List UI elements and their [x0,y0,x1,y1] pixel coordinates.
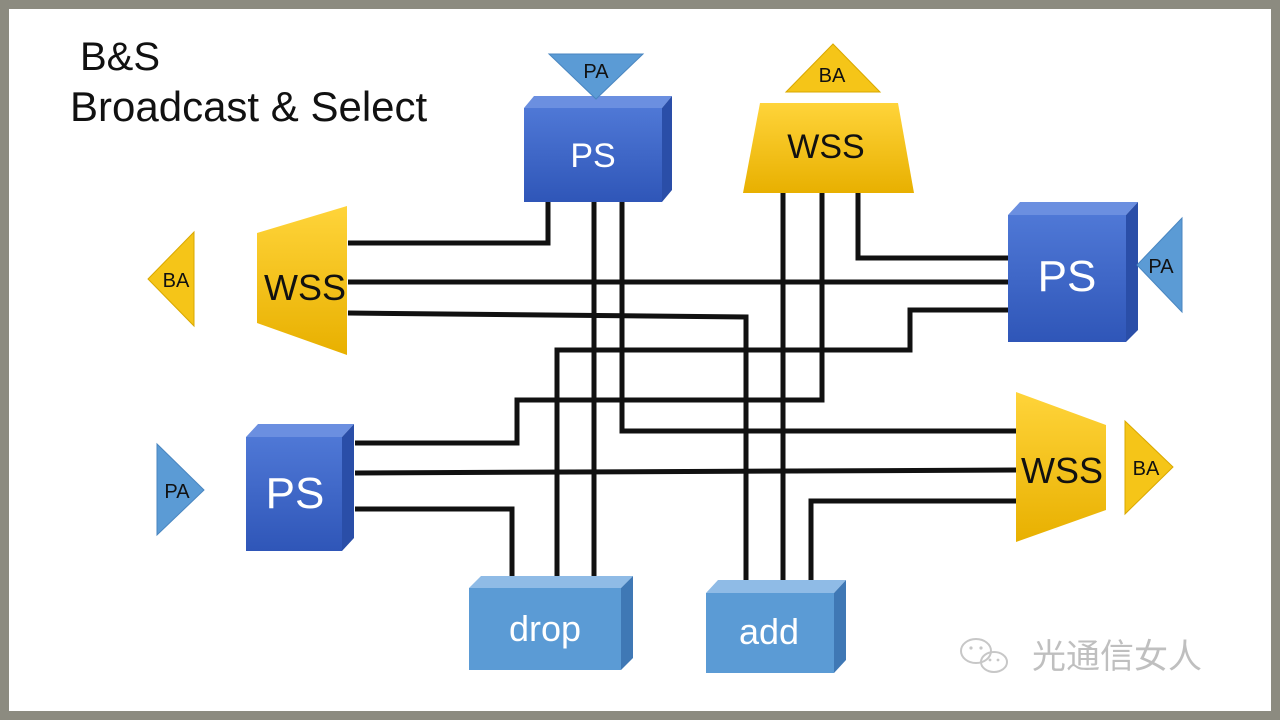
fiber-ps-right-to-drop [554,307,1008,583]
title-line-2: Broadcast & Select [70,83,428,130]
wss-left-label: WSS [264,267,346,308]
watermark-text: 光通信女人 [1032,637,1202,677]
fiber-ps-top-to-wss-left [348,200,551,246]
ba-left-label: BA [163,270,190,292]
pa-right-label: PA [1148,256,1174,278]
wss-right-label: WSS [1021,450,1103,491]
fiber-add-to-wss-right [808,498,1017,583]
fiber-add-to-wss-left [347,310,749,583]
wss-left: WSS [257,206,347,355]
pa-top-amplifier: PA [547,53,645,100]
pa-left-label: PA [164,481,190,503]
add-box: add [706,580,846,673]
ba-right-label: BA [1133,458,1160,480]
pa-top-label: PA [583,61,609,83]
wechat-icon [960,638,1008,673]
pa-right-amplifier: PA [1136,216,1183,314]
drop-box: drop [469,576,633,670]
wss-top: WSS [743,103,914,193]
ps-top-label: PS [570,137,615,175]
fiber-connections [347,192,1018,583]
add-label: add [739,611,799,652]
fiber-ps-left-to-wss-top [355,192,825,446]
fiber-ps-left-to-wss-right [354,467,1018,476]
pa-left-amplifier: PA [156,442,205,537]
wss-top-label: WSS [787,128,864,166]
fiber-ps-right-to-wss-top [855,192,1008,261]
ba-top-amplifier: BA [784,43,882,93]
wss-right: WSS [1016,392,1106,542]
ba-top-label: BA [819,65,846,87]
watermark: 光通信女人 [960,637,1202,677]
ba-left-amplifier: BA [147,230,195,328]
ba-right-amplifier: BA [1124,419,1174,516]
drop-label: drop [509,608,581,649]
ps-left-label: PS [266,469,325,518]
fiber-ps-left-to-drop [355,506,515,583]
ps-right-label: PS [1038,252,1097,301]
title-line-1: B&S [80,35,160,79]
ps-right-box: PS [1008,202,1138,342]
ps-left-box: PS [246,424,354,551]
fiber-ps-top-to-wss-right [619,200,1017,434]
ps-top-box: PS [524,96,672,202]
